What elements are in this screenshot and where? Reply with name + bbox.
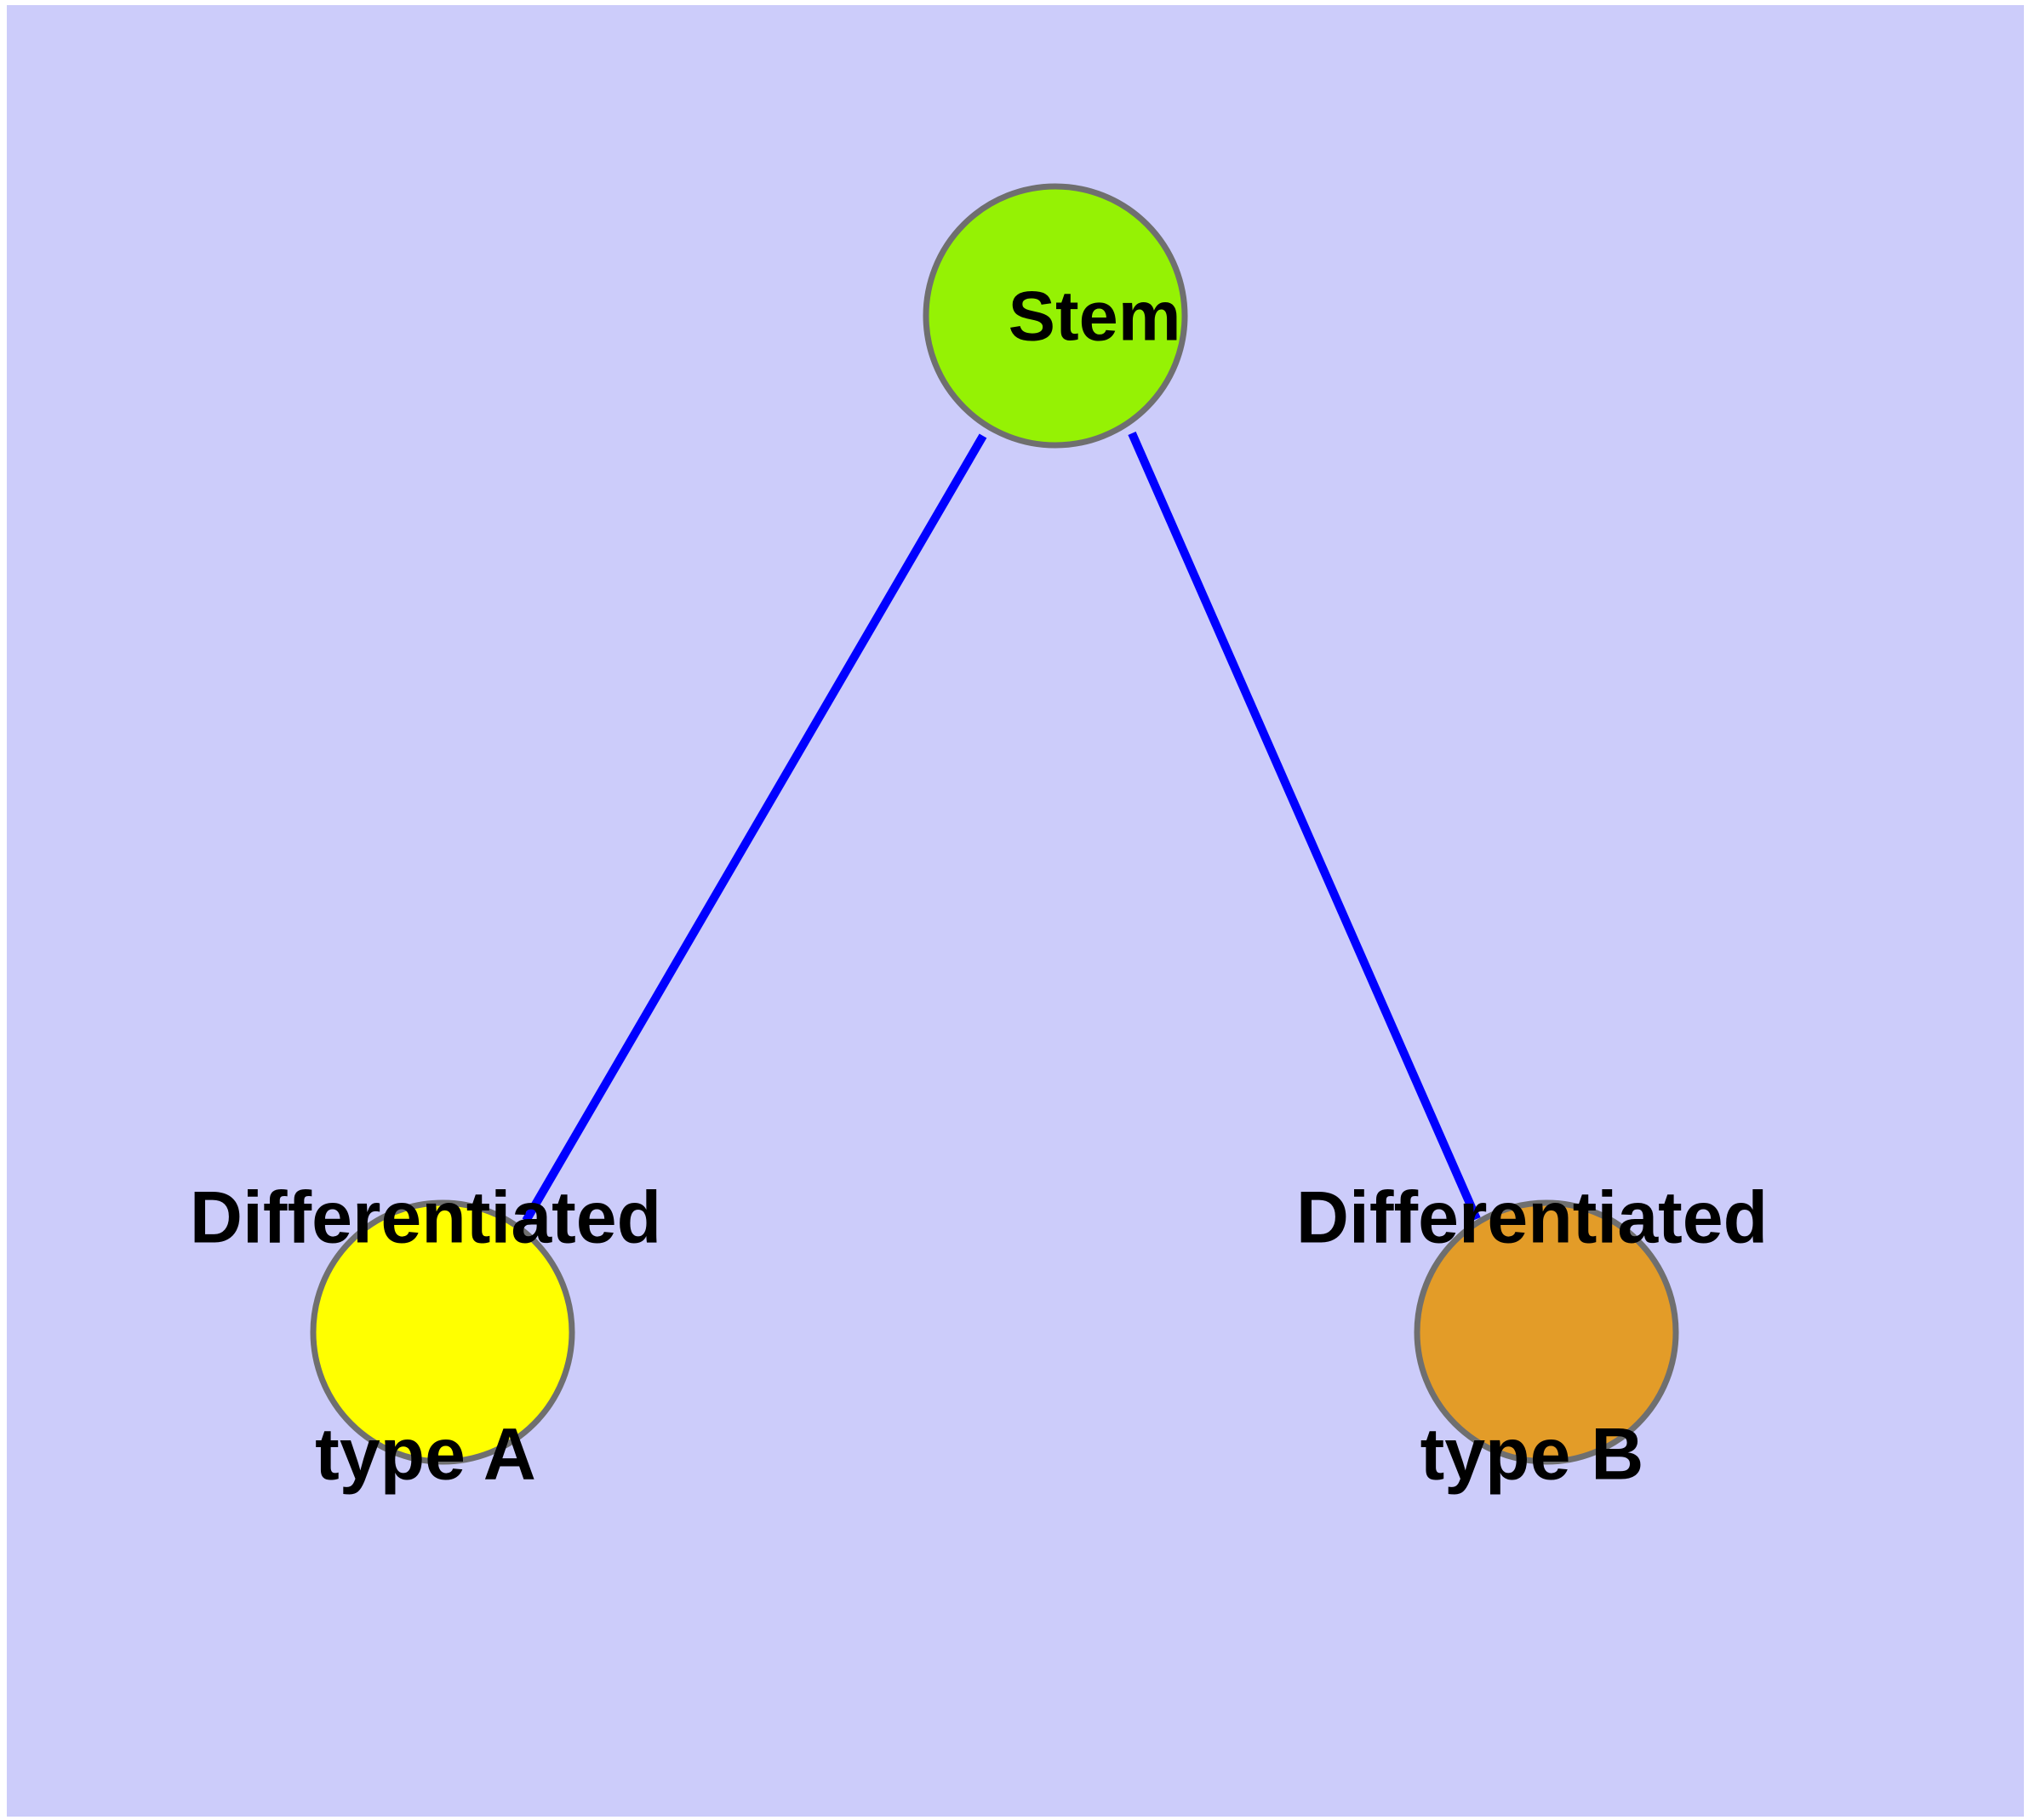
edge-stem-to-differentiated-type-a[interactable] [522,433,987,1223]
edge-stem-to-differentiated-type-b[interactable] [1128,431,1481,1222]
node-differentiated-type-a[interactable] [310,1199,575,1465]
node-stem[interactable] [923,183,1188,449]
node-differentiated-type-b[interactable] [1414,1199,1679,1465]
edge-layer [522,431,1481,1223]
node-layer [310,183,1679,1465]
